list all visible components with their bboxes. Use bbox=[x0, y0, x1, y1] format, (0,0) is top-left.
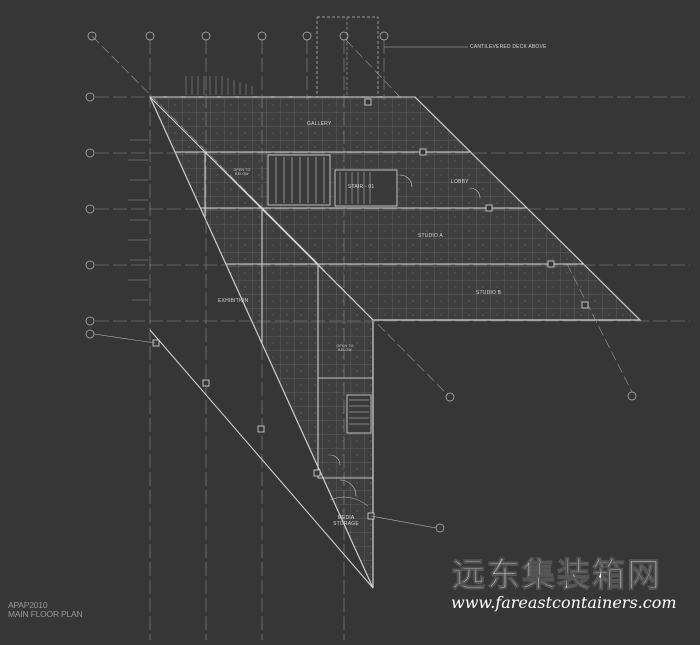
stair-label: STAIR - 01 bbox=[348, 184, 375, 190]
watermark-url: www.fareastcontainers.com bbox=[451, 593, 677, 612]
open-to-below-label-top: OPEN TO BELOW bbox=[233, 168, 251, 176]
cantilevered-deck-label: CANTILEVERED DECK ABOVE bbox=[470, 44, 547, 50]
studio-b-label: STUDIO B bbox=[476, 290, 502, 296]
exhibition-label: EXHIBITION bbox=[218, 298, 249, 304]
lobby-label: LOBBY bbox=[451, 179, 469, 185]
drawing-title-line2: MAIN FLOOR PLAN bbox=[8, 609, 83, 619]
open-to-below-label-mid: OPEN TO BELOW bbox=[336, 344, 354, 352]
watermark-chinese: 远东集装箱网 bbox=[452, 555, 662, 595]
gallery-label: GALLERY bbox=[307, 121, 332, 127]
drawing-title-line1: APAP2010 bbox=[8, 600, 48, 610]
studio-a-label: STUDIO A bbox=[418, 233, 443, 239]
media-storage-label: MEDIA STORAGE bbox=[333, 515, 359, 527]
